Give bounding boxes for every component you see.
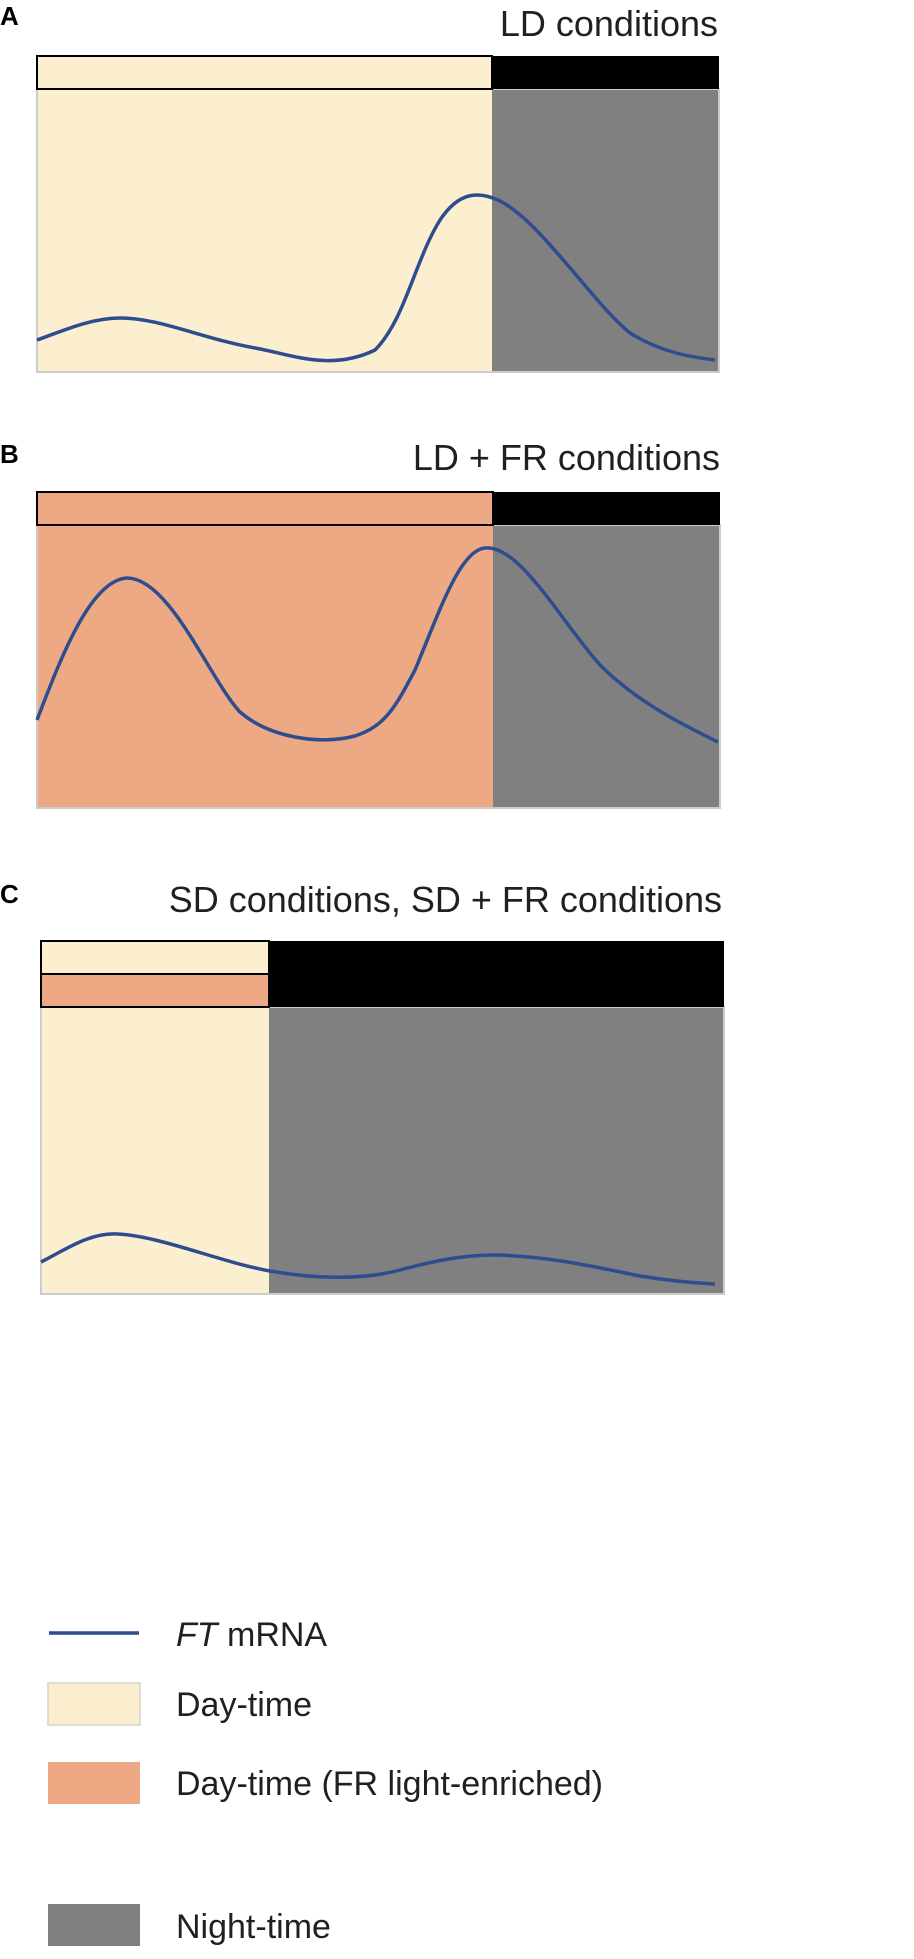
panel-b-day-fr-bar: [36, 491, 494, 526]
legend-ft-mrna-label: FT mRNA: [176, 1616, 327, 1654]
panel-c-night-region: [269, 1007, 724, 1294]
legend-daytime-fr-swatch: [48, 1762, 140, 1804]
panel-a-title: LD conditions: [500, 3, 718, 44]
panel-a-night-bar: [492, 56, 719, 89]
panel-a-letter: A: [0, 1, 19, 31]
panel-b-title: LD + FR conditions: [413, 437, 720, 478]
panel-b-night-bar: [493, 492, 720, 525]
panel-c-night-bar: [269, 941, 724, 1007]
panel-b: B LD + FR conditions: [0, 437, 721, 809]
panel-a: A LD conditions: [0, 1, 720, 373]
panel-c-day-bar: [40, 940, 270, 975]
panel-c-title: SD conditions, SD + FR conditions: [169, 879, 722, 920]
panel-b-day-fr-region: [37, 525, 493, 808]
panel-c-day-region: [41, 1007, 269, 1294]
panel-b-letter: B: [0, 439, 19, 469]
panel-b-ft-mrna-curve: [35, 546, 719, 744]
legend-daytime-swatch: [47, 1682, 141, 1726]
panel-a-day-region: [37, 89, 492, 372]
panel-b-night-region: [493, 525, 720, 808]
legend-ft-gene-name: FT: [176, 1616, 220, 1654]
legend-daytime-fr-label: Day-time (FR light-enriched): [176, 1765, 603, 1803]
legend-ft-mrna-suffix: mRNA: [218, 1616, 328, 1654]
panel-a-ft-mrna-curve: [36, 193, 716, 363]
legend-night-swatch: [48, 1904, 140, 1946]
legend-night-label: Night-time: [176, 1908, 331, 1946]
panel-c-ft-mrna-curve: [40, 1232, 716, 1286]
panel-c-day-fr-bar: [40, 973, 270, 1008]
panel-c: C SD conditions, SD + FR conditions: [0, 879, 725, 1295]
panel-a-night-region: [492, 89, 719, 372]
panel-c-letter: C: [0, 879, 19, 909]
legend-daytime-label: Day-time: [176, 1686, 312, 1724]
panel-a-day-bar: [36, 55, 493, 90]
legend: FT mRNA Day-time Day-time (FR light-enri…: [47, 1616, 603, 1946]
